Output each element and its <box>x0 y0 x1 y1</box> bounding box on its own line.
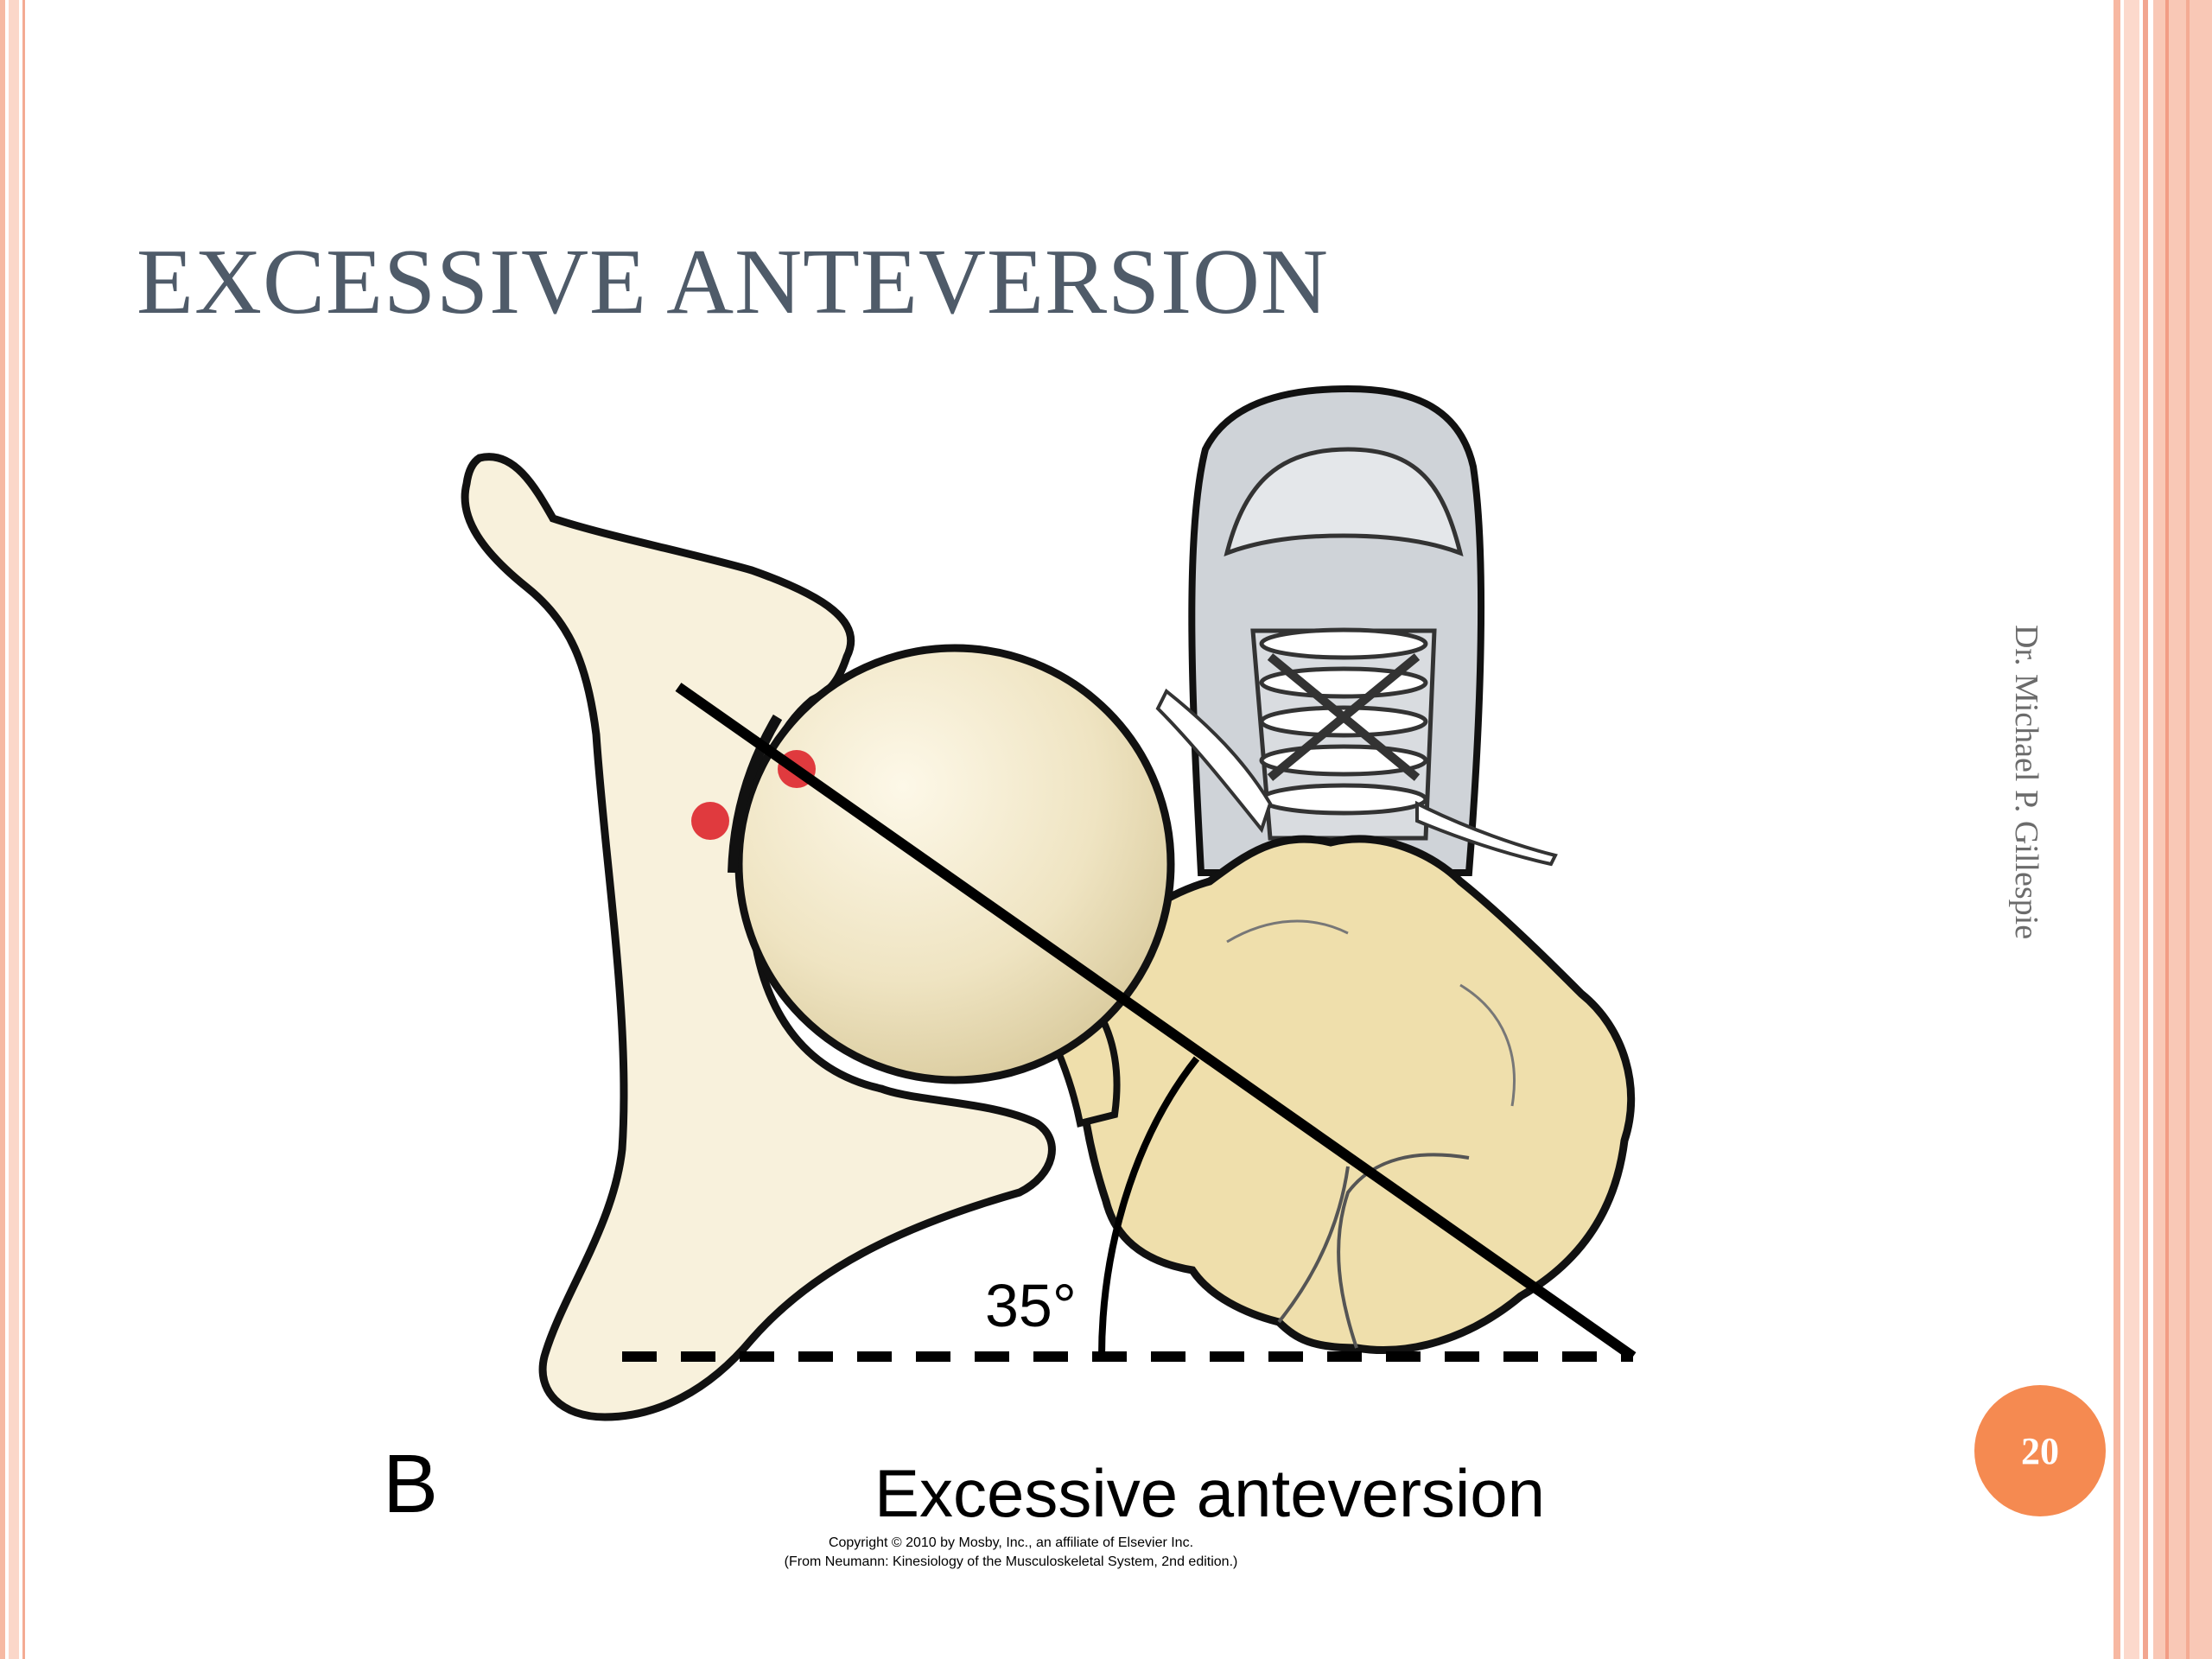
slide-title: EXCESSIVE ANTEVERSION <box>137 231 1330 334</box>
copyright-line-2: (From Neumann: Kinesiology of the Muscul… <box>785 1554 1238 1569</box>
figure-caption: Excessive anteversion <box>874 1455 1545 1531</box>
femoral-head <box>728 644 1175 1084</box>
pelvis-bone <box>461 453 1056 1421</box>
author-credit: Dr. Michael P. Gillespie <box>2008 624 2044 940</box>
left-decorative-border <box>0 0 29 1659</box>
marker-dot-lower <box>691 802 729 840</box>
angle-arc <box>1098 1056 1200 1357</box>
angle-label: 35° <box>985 1272 1077 1339</box>
shoe-illustration <box>1155 385 1558 876</box>
right-decorative-border <box>2113 0 2212 1659</box>
neck-axis-line <box>675 683 1637 1361</box>
copyright-line-1: Copyright © 2010 by Mosby, Inc., an affi… <box>829 1535 1193 1550</box>
panel-label: B <box>383 1438 438 1530</box>
page-number-badge: 20 <box>1974 1385 2106 1516</box>
